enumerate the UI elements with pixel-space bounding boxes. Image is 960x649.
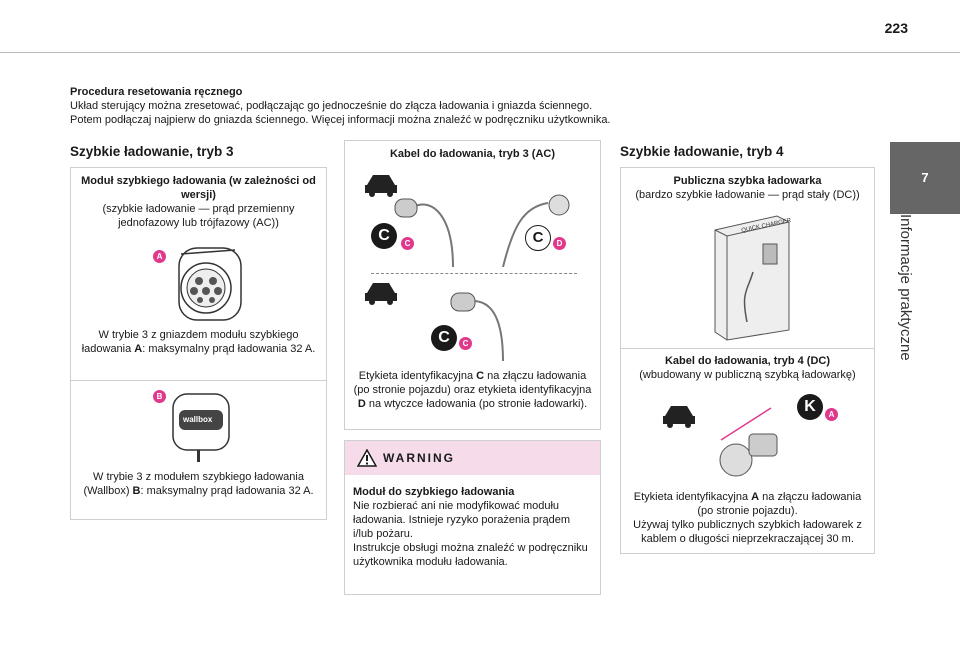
pin-a-mode4: A bbox=[825, 408, 838, 421]
cable3-bottom-illustration bbox=[365, 283, 504, 361]
warning-box: WARNING Moduł do szybkiego ładowania Nie… bbox=[344, 440, 601, 595]
station-subtitle: (bardzo szybkie ładowanie — prąd stały (… bbox=[635, 189, 860, 201]
pin-c-lower: C bbox=[459, 337, 472, 350]
quick-charger-illustration bbox=[714, 215, 790, 341]
dashed-separator bbox=[371, 273, 577, 274]
warning-subtitle: Moduł do szybkiego ładowania bbox=[353, 486, 515, 498]
pin-d: D bbox=[553, 237, 566, 250]
badge-k: K bbox=[797, 394, 823, 420]
wallbox-brand: wallbox bbox=[183, 415, 213, 424]
cable3-description: Etykieta identyfikacyjna C na złączu ład… bbox=[353, 370, 592, 410]
wallbox-illustration bbox=[172, 393, 230, 462]
badge-c-lower: C bbox=[431, 325, 457, 351]
card-divider bbox=[71, 380, 326, 381]
badge-c-outline: C bbox=[525, 225, 551, 251]
module-title: Moduł szybkiego ładowania (w zależności … bbox=[81, 175, 316, 201]
warning-title: WARNING bbox=[383, 451, 455, 465]
warning-header bbox=[345, 441, 600, 475]
cable3-title: Kabel do ładowania, tryb 3 (AC) bbox=[389, 148, 556, 160]
cable3-top-illustration bbox=[365, 175, 570, 267]
module-subtitle: (szybkie ładowanie — prąd przemienny jed… bbox=[102, 203, 295, 229]
cable4-length-note: Używaj tylko publicznych szybkich ładowa… bbox=[633, 519, 862, 545]
mode3-heading: Szybkie ładowanie, tryb 3 bbox=[70, 144, 234, 159]
chapter-tab[interactable]: 7 bbox=[890, 142, 960, 214]
station-title: Publiczna szybka ładowarka bbox=[673, 175, 822, 187]
wallbox-description: W trybie 3 z modułem szybkiego ładowania… bbox=[83, 471, 314, 497]
cable4-description: Etykieta identyfikacyjna A na złączu ład… bbox=[633, 491, 862, 517]
cable4-title: Kabel do ładowania, tryb 4 (DC) bbox=[664, 355, 831, 367]
reset-procedure-line2: Potem podłączaj najpierw do gniazda ście… bbox=[70, 114, 611, 126]
top-rule bbox=[0, 52, 960, 53]
reset-procedure-heading: Procedura resetowania ręcznego bbox=[70, 86, 243, 98]
chapter-title: Informacje praktyczne bbox=[868, 214, 938, 374]
chapter-title-text: Informacje praktyczne bbox=[897, 214, 914, 361]
cable4-subtitle: (wbudowany w publiczną szybką ładowarkę) bbox=[639, 369, 856, 381]
mode4-card: Publiczna szybka ładowarka (bardzo szybk… bbox=[620, 167, 875, 554]
socket-illustration bbox=[178, 247, 242, 321]
cable-mode3-card: Kabel do ładowania, tryb 3 (AC) C C C D … bbox=[344, 140, 601, 430]
mode3-module-card: Moduł szybkiego ładowania (w zależności … bbox=[70, 167, 327, 520]
warning-body: Moduł do szybkiego ładowania Nie rozbier… bbox=[353, 485, 592, 569]
cable4-illustration bbox=[663, 406, 778, 477]
socket-description: W trybie 3 z gniazdem modułu szybkiego ł… bbox=[81, 329, 316, 355]
page-number: 223 bbox=[884, 20, 908, 36]
pin-c: C bbox=[401, 237, 414, 250]
mode4-heading: Szybkie ładowanie, tryb 4 bbox=[620, 144, 784, 159]
badge-c: C bbox=[371, 223, 397, 249]
warning-icon bbox=[357, 449, 377, 467]
warning-text-2: Instrukcje obsługi można znaleźć w podrę… bbox=[353, 542, 588, 568]
reset-procedure-line1: Układ sterujący można zresetować, podłąc… bbox=[70, 100, 593, 112]
warning-text: Nie rozbierać ani nie modyfikować modułu… bbox=[353, 500, 571, 540]
card-divider bbox=[621, 348, 874, 349]
pin-a: A bbox=[153, 250, 166, 263]
pin-b: B bbox=[153, 390, 166, 403]
